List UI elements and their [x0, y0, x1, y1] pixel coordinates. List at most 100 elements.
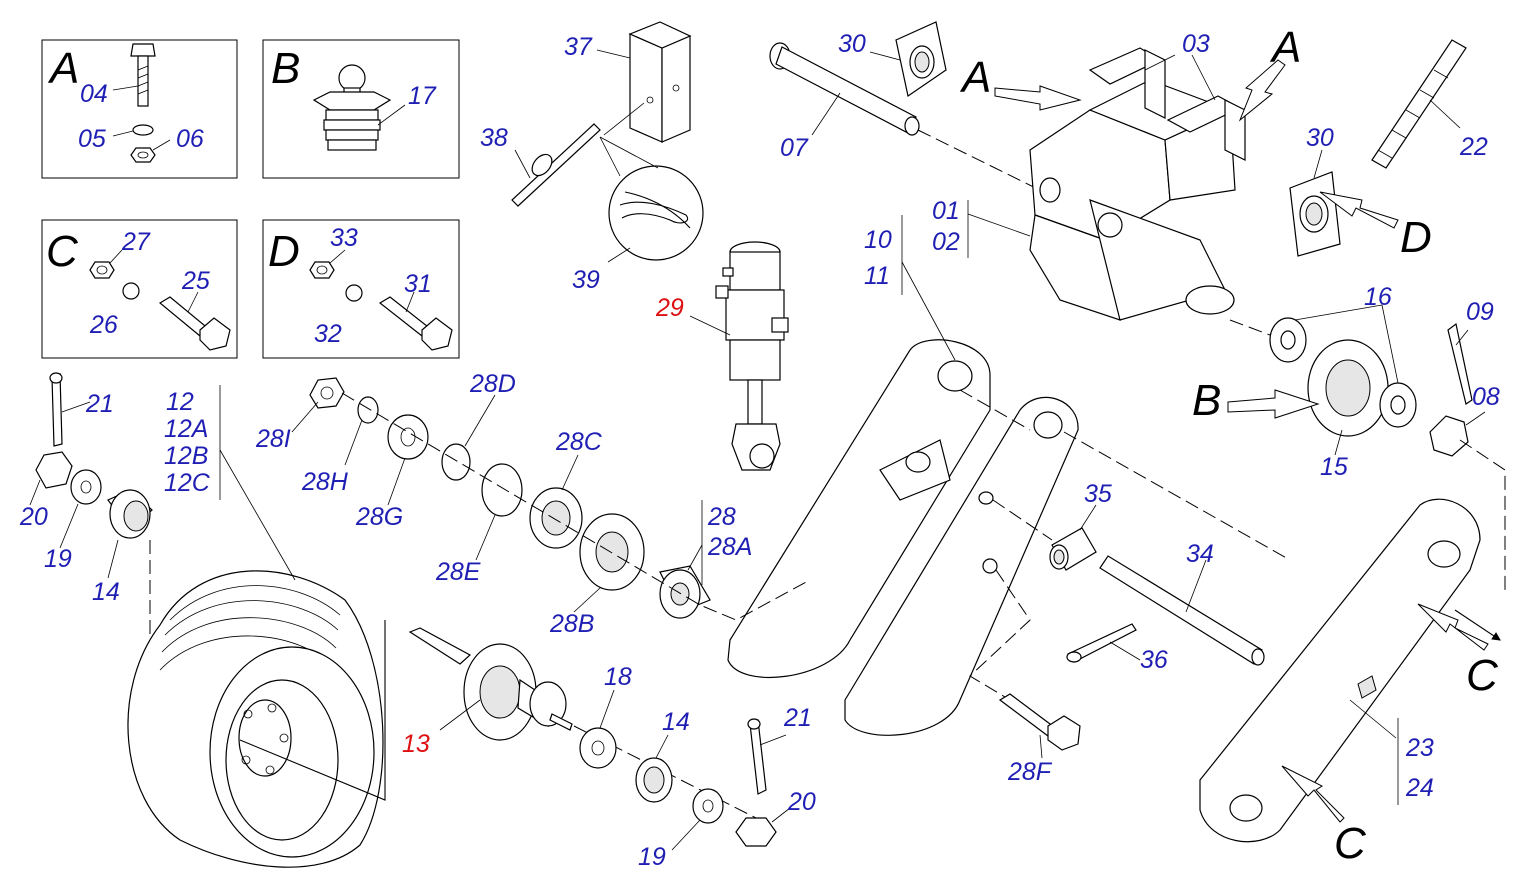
- inset-b-letter: B: [271, 44, 300, 93]
- cotter-pin-21-right-drawing: [747, 718, 767, 795]
- bracket-37-drawing: [628, 21, 692, 143]
- label-32: 32: [314, 320, 342, 348]
- grease-nipple-17-drawing: [312, 64, 392, 151]
- label-08: 08: [1472, 383, 1500, 411]
- sprocket-28b-drawing: [579, 513, 645, 591]
- inset-b: B 17: [262, 39, 460, 179]
- castle-nut-20-left-drawing: [35, 451, 73, 489]
- label-30-left: 30: [838, 30, 866, 58]
- label-12B: 12B: [164, 442, 208, 470]
- plate-23-24-drawing: [1199, 498, 1481, 843]
- label-06: 06: [176, 125, 204, 153]
- castle-nut-08-drawing: [1429, 415, 1469, 457]
- label-02: 02: [932, 228, 960, 256]
- label-12: 12: [166, 388, 194, 416]
- label-28: 28: [707, 503, 736, 531]
- main-frame-01-02-drawing: [1029, 79, 1236, 321]
- bearing-28c-drawing: [529, 487, 583, 549]
- cotter-pin-09-drawing: [1447, 322, 1473, 405]
- tire-12-drawing: [127, 570, 384, 868]
- label-28D: 28D: [469, 370, 516, 398]
- label-37: 37: [564, 33, 593, 61]
- label-10: 10: [864, 226, 892, 254]
- view-arrow-a-left: A: [959, 53, 1082, 111]
- label-20-left: 20: [19, 503, 48, 531]
- view-letter-a-left: A: [959, 53, 991, 102]
- label-28G: 28G: [355, 503, 403, 531]
- inset-d: D 33 32 31: [262, 219, 460, 359]
- label-03: 03: [1182, 30, 1210, 58]
- inset-c-letter: C: [46, 227, 79, 276]
- label-19-left: 19: [44, 545, 72, 573]
- view-arrow-c-upper: C: [1417, 603, 1499, 700]
- view-letter-d: D: [1400, 213, 1432, 262]
- bearing-flange-30-right-drawing: [1289, 171, 1341, 257]
- label-25: 25: [181, 267, 210, 295]
- washer-19-left-drawing: [70, 469, 102, 505]
- nut-06-drawing: [130, 147, 156, 163]
- circlip-28e-drawing: [481, 463, 523, 517]
- label-14-right: 14: [662, 708, 690, 736]
- label-34: 34: [1186, 540, 1214, 568]
- label-30-right: 30: [1306, 124, 1334, 152]
- bushing-35-drawing: [1049, 527, 1097, 571]
- label-23: 23: [1405, 734, 1434, 762]
- bolt-28f-drawing: [998, 693, 1081, 751]
- bushing-14-left-drawing: [107, 489, 153, 539]
- label-28C: 28C: [555, 428, 603, 456]
- inset-d-letter: D: [268, 227, 300, 276]
- hub-28-drawing: [659, 565, 711, 619]
- inset-a: A 04 05 06: [41, 39, 238, 179]
- label-31: 31: [404, 270, 432, 298]
- label-27: 27: [121, 228, 151, 256]
- hydraulic-cylinder-29-drawing: [715, 241, 789, 471]
- label-12A: 12A: [164, 415, 208, 443]
- pin-38-drawing: [511, 123, 601, 207]
- nut-33-drawing: [309, 261, 335, 279]
- label-29: 29: [655, 294, 684, 322]
- sprocket-15-drawing: [1307, 339, 1389, 437]
- washer-05-drawing: [132, 124, 154, 136]
- view-letter-b: B: [1192, 376, 1221, 425]
- view-letter-c-lower: C: [1334, 819, 1367, 868]
- label-28A: 28A: [707, 533, 752, 561]
- u-brackets-03-drawing: [1088, 47, 1246, 161]
- label-20-right: 20: [787, 788, 816, 816]
- washer-28h-drawing: [357, 396, 379, 424]
- roller-chain-22-drawing: [1371, 39, 1467, 169]
- label-22: 22: [1459, 133, 1488, 161]
- label-11: 11: [864, 262, 890, 290]
- inset-c: C 27 26 25: [41, 219, 238, 359]
- label-18: 18: [604, 663, 632, 691]
- label-35: 35: [1084, 480, 1112, 508]
- label-01: 01: [932, 197, 960, 225]
- cotter-pin-21-left-drawing: [49, 372, 63, 447]
- label-36: 36: [1140, 646, 1168, 674]
- label-28F: 28F: [1007, 758, 1053, 786]
- label-28H: 28H: [301, 468, 349, 496]
- cotter-pin-36-drawing: [1066, 623, 1137, 663]
- label-09: 09: [1466, 298, 1494, 326]
- view-letter-c-upper: C: [1466, 651, 1499, 700]
- bolt-31-drawing: [378, 296, 453, 351]
- label-28B: 28B: [549, 610, 594, 638]
- label-33: 33: [330, 224, 358, 252]
- view-arrow-b: B: [1192, 376, 1320, 425]
- hole-35-drawing: [978, 491, 994, 505]
- label-05: 05: [78, 125, 106, 153]
- label-39: 39: [572, 266, 600, 294]
- label-07: 07: [780, 134, 809, 162]
- label-12C: 12C: [164, 469, 211, 497]
- washer-32-drawing: [345, 284, 363, 302]
- view-arrow-d: D: [1319, 191, 1432, 262]
- bolt-25-drawing: [158, 296, 231, 351]
- nut-27-drawing: [89, 261, 115, 279]
- label-14-left: 14: [92, 578, 120, 606]
- arm-10-11-drawing: [727, 339, 1079, 736]
- bolt-04-drawing: [130, 43, 156, 107]
- label-16: 16: [1364, 283, 1392, 311]
- washer-18-drawing: [579, 727, 617, 769]
- washer-28g-drawing: [387, 414, 429, 460]
- circlip-28d-drawing: [441, 443, 471, 481]
